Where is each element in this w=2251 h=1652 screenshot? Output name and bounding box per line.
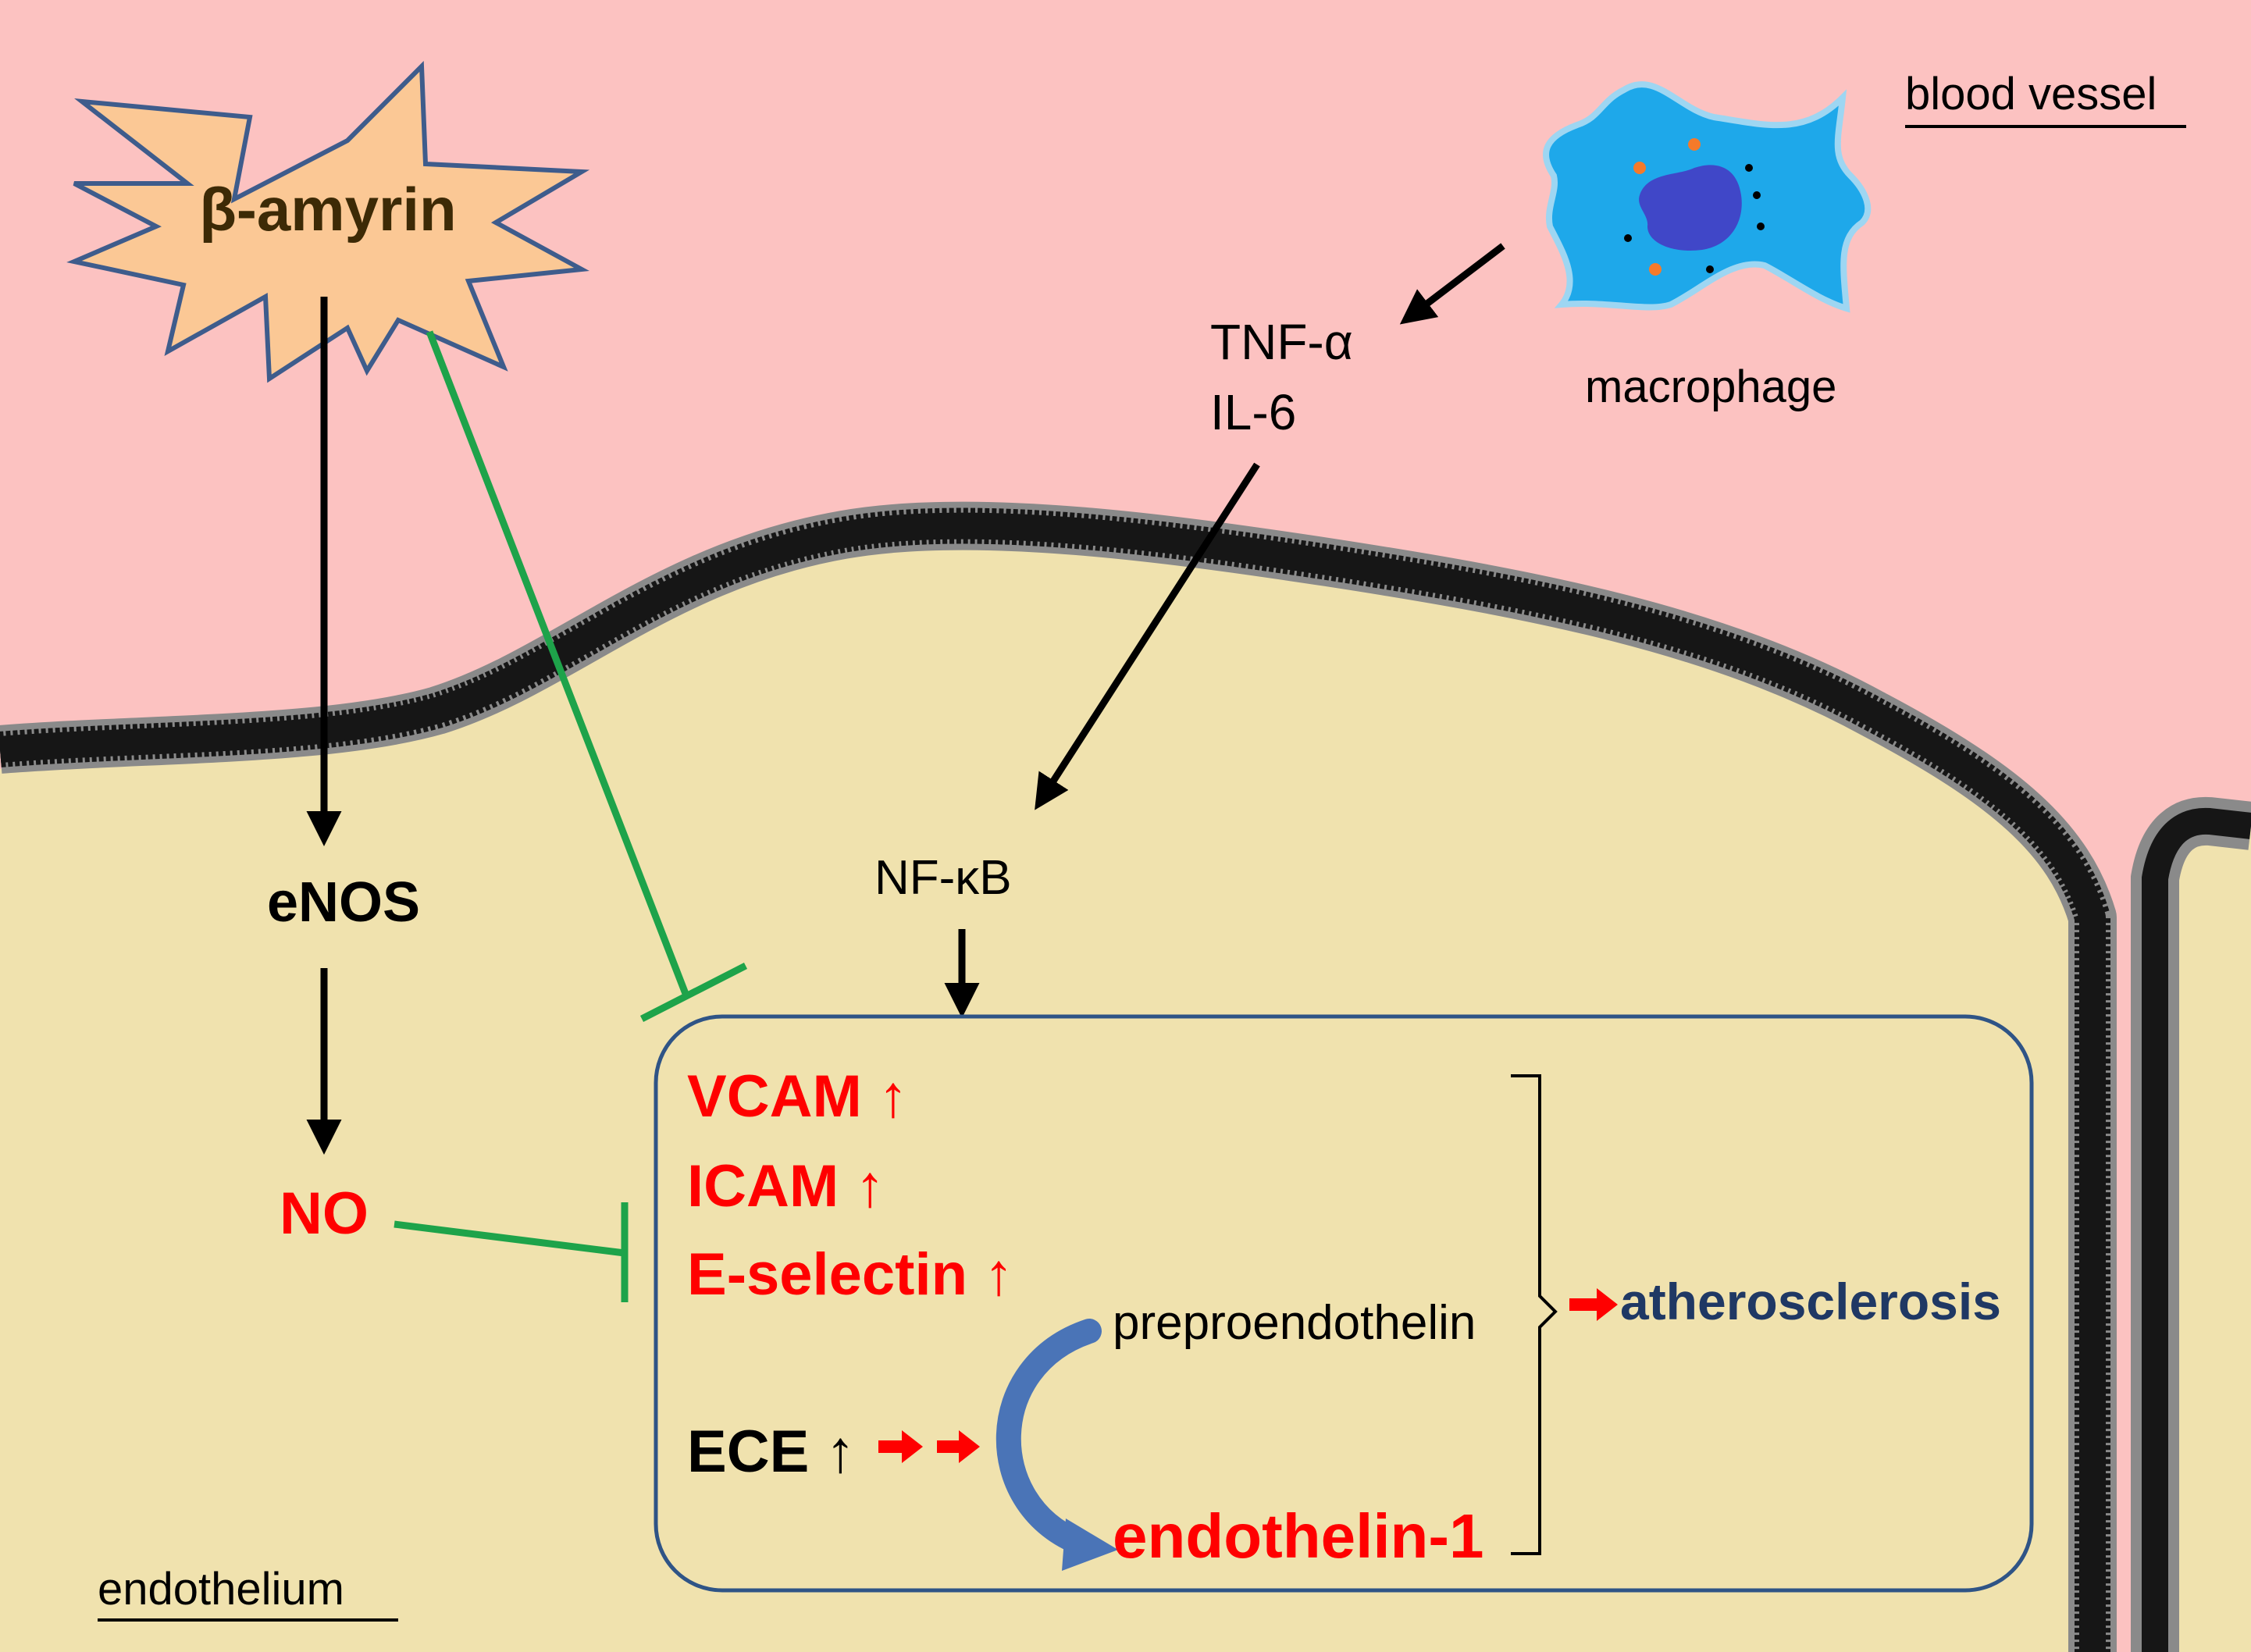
macrophage-to-cytokines-arrow (1399, 243, 1505, 325)
beta-amyrin-label: β-amyrin (199, 175, 456, 244)
adhesion-molecules-box (654, 1014, 2034, 1593)
granule (1757, 223, 1765, 230)
endothelial-cell-region (0, 545, 2093, 1652)
il6-label: IL-6 (1210, 384, 1296, 440)
no-label: NO (280, 1180, 369, 1247)
granule (1624, 234, 1632, 242)
amyrin-inhibition-line (426, 330, 691, 999)
tnf-alpha-label: TNF-α (1210, 314, 1353, 370)
granule (1753, 191, 1761, 199)
no-inhibition-line (394, 1220, 625, 1257)
atherosclerosis-red-arrow (1569, 1288, 1618, 1321)
ece-label: ECE ↑ (687, 1419, 855, 1485)
endothelium-label: endothelium (98, 1564, 344, 1615)
atherosclerosis-label: atherosclerosis (1620, 1273, 2001, 1330)
enos-label: eNOS (267, 871, 420, 934)
granule (1688, 138, 1701, 151)
nfkb-label: NF-κB (874, 851, 1012, 905)
preproendothelin-label: preproendothelin (1113, 1296, 1476, 1350)
vcam-label: VCAM ↑ (687, 1063, 908, 1130)
macrophage-label: macrophage (1585, 361, 1836, 412)
ece-red-arrow-2 (937, 1430, 980, 1463)
conversion-arrowhead (1062, 1518, 1118, 1571)
endothelin1-label: endothelin-1 (1113, 1501, 1484, 1571)
eselectin-label: E-selectin ↑ (687, 1241, 1013, 1308)
beta-amyrin-starburst (66, 61, 590, 383)
conversion-curved-arrow (995, 1319, 1102, 1554)
granule (1706, 265, 1714, 273)
granule (1649, 263, 1662, 276)
ece-red-arrow-1 (878, 1430, 923, 1463)
granule (1745, 164, 1753, 172)
icam-label: ICAM ↑ (687, 1153, 885, 1219)
amyrin-inhibition-bar (639, 962, 748, 1023)
cytokines-to-nfkb-arrow (1035, 462, 1260, 810)
granule (1633, 162, 1646, 174)
macrophage-nucleus (1639, 165, 1742, 251)
blood-vessel-label: blood vessel (1905, 69, 2157, 119)
outcome-bracket (1511, 1074, 1558, 1555)
